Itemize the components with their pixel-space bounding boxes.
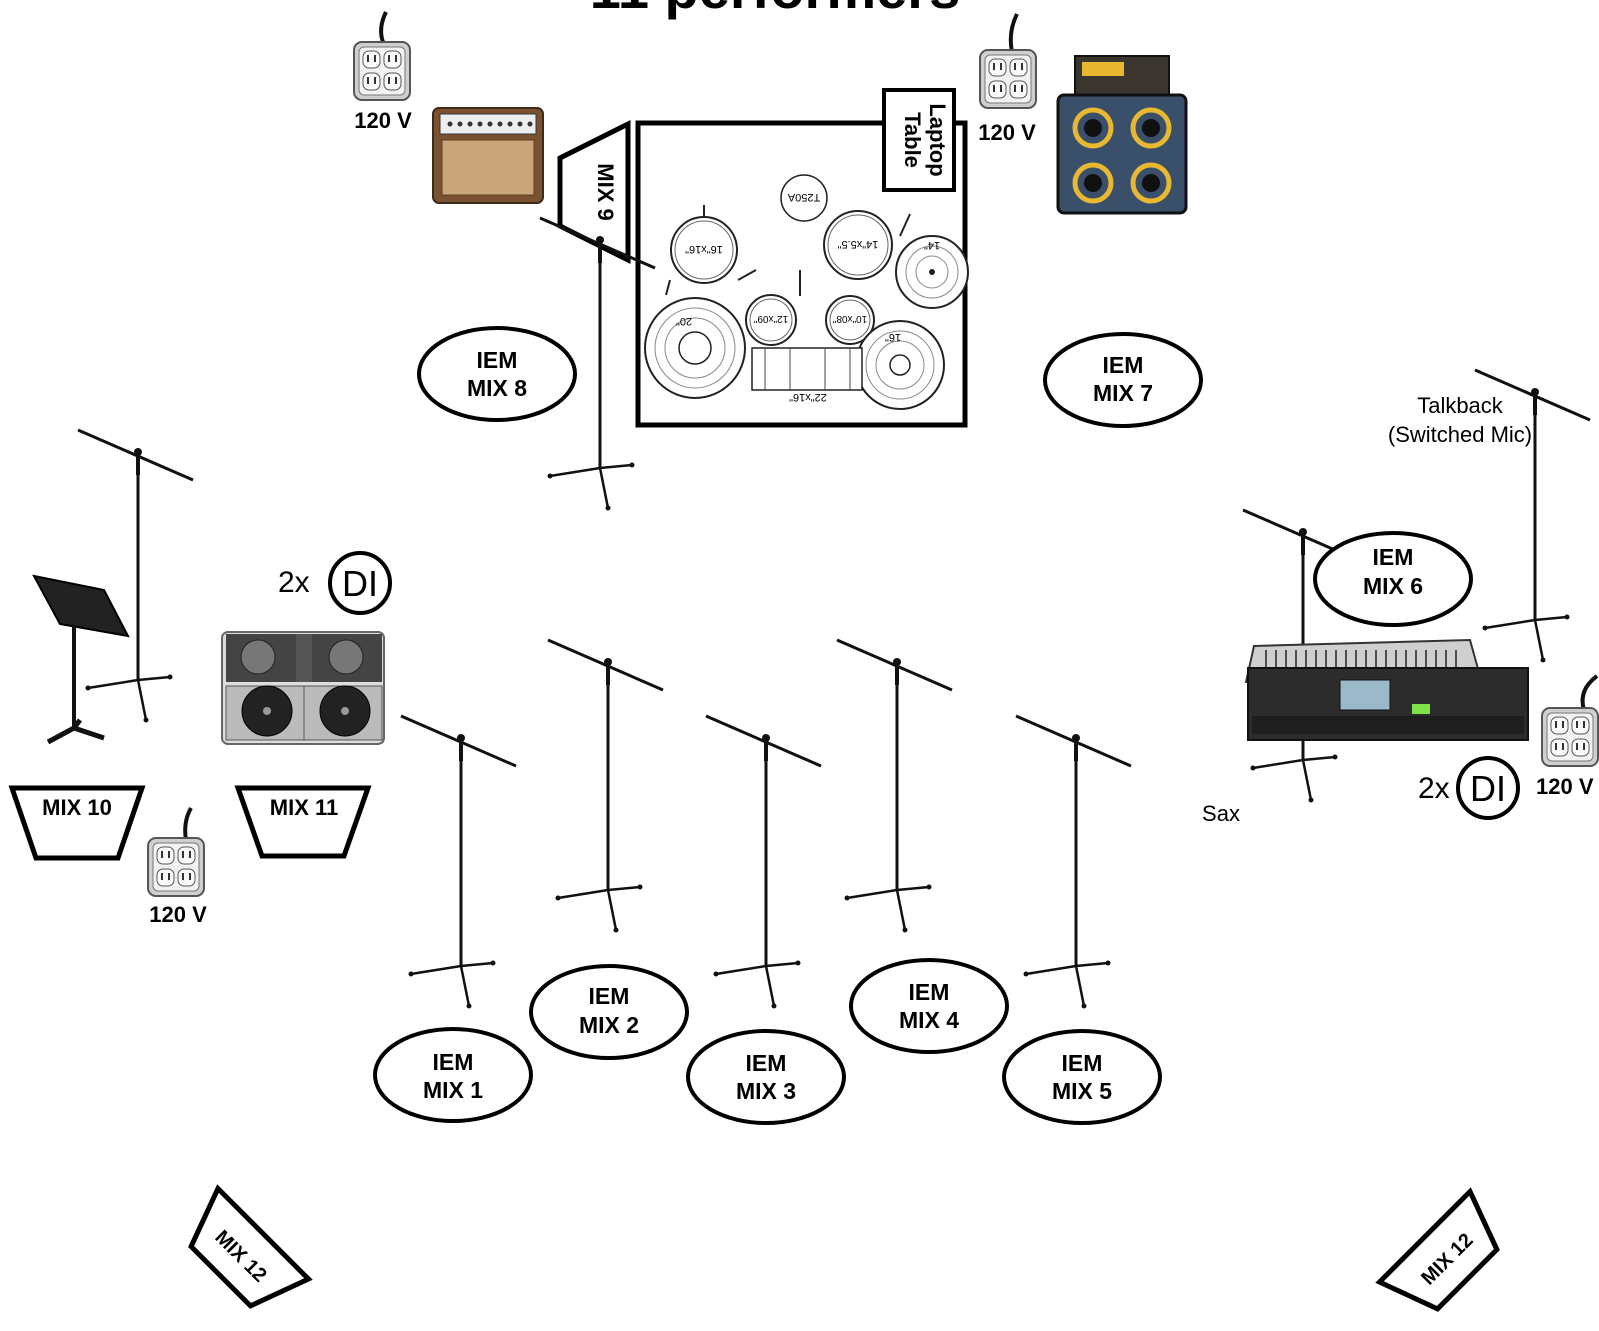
crash-label: 16"	[885, 331, 901, 343]
wedge-mix-10	[8, 785, 146, 861]
outlet-amp-left-icon	[353, 11, 411, 101]
throne-label: T250A	[787, 191, 820, 203]
talkback-label-line1: Talkback	[1417, 393, 1504, 418]
floor-tom-icon	[665, 205, 757, 296]
hihat-icon	[895, 213, 969, 309]
wedge-mix-11	[234, 785, 372, 859]
ride-cymbal-icon	[644, 297, 746, 399]
ride-label: 20"	[676, 315, 692, 327]
snare-label: 14"x5.5"	[837, 238, 878, 250]
di-keys-symbol: DI	[1470, 768, 1506, 809]
floor-tom-label: 16"x16"	[685, 243, 723, 255]
stage-plot-title: 11 performers	[590, 0, 960, 20]
snare-icon	[823, 210, 893, 280]
rack-tom-1-label: 12"x09"	[753, 313, 788, 324]
di-keys-count: 2x	[1418, 772, 1450, 805]
mic-stand-left-icon	[76, 428, 195, 725]
hihat-label: 14"	[924, 239, 940, 251]
keyboard-icon	[1244, 638, 1529, 741]
iem-mix-5-line2: MIX 5	[1052, 1078, 1112, 1104]
iem-mix-1: IEM MIX 1	[373, 1027, 533, 1123]
iem-mix-2-line1: IEM	[589, 983, 630, 1009]
dj-decks-icon	[221, 631, 385, 745]
power-bass-amp-label: 120 V	[978, 120, 1036, 145]
wedge-mix-11-label: MIX 11	[270, 795, 338, 820]
iem-mix-6-line2: MIX 6	[1363, 573, 1423, 599]
iem-mix-6: IEM MIX 6	[1313, 531, 1473, 627]
talkback-label-line2: (Switched Mic)	[1388, 422, 1532, 447]
mic-stand-2-icon	[546, 638, 665, 935]
iem-mix-4-line1: IEM	[909, 979, 950, 1005]
iem-mix-7-line2: MIX 7	[1093, 380, 1153, 406]
di-dj-symbol: DI	[342, 563, 378, 604]
mic-stand-3-icon	[704, 714, 823, 1011]
outlet-dj-icon	[147, 807, 205, 897]
iem-mix-3: IEM MIX 3	[686, 1029, 846, 1125]
laptop-table-line2: Table	[900, 112, 925, 168]
laptop-table: Laptop Table	[882, 88, 956, 192]
iem-mix-3-line2: MIX 3	[736, 1078, 796, 1104]
iem-mix-1-line1: IEM	[433, 1049, 474, 1075]
wedge-mix-10-label: MIX 10	[42, 795, 112, 820]
mic-stand-1-icon	[399, 714, 518, 1011]
iem-mix-8-line1: IEM	[477, 347, 518, 373]
guitar-amp-icon	[432, 107, 544, 204]
iem-mix-3-line1: IEM	[746, 1050, 787, 1076]
wedge-mix-9: MIX 9	[557, 119, 631, 265]
iem-mix-2: IEM MIX 2	[529, 964, 689, 1060]
power-keys-label: 120 V	[1536, 774, 1594, 799]
iem-mix-4-line2: MIX 4	[899, 1007, 959, 1033]
mic-stand-5-icon	[1014, 714, 1133, 1011]
outlet-bass-amp-icon	[979, 13, 1037, 109]
music-stand-icon	[32, 574, 130, 745]
kick-label: 22"x16"	[789, 391, 827, 403]
di-dj-icon	[328, 551, 392, 615]
iem-mix-1-line2: MIX 1	[423, 1077, 483, 1103]
iem-mix-6-line1: IEM	[1373, 544, 1414, 570]
crash-cymbal-icon	[855, 320, 945, 410]
di-dj-count: 2x	[278, 566, 310, 599]
power-dj-label: 120 V	[149, 902, 207, 927]
di-keys-icon	[1456, 756, 1520, 820]
rack-tom-2-label: 10"x08"	[832, 313, 867, 324]
iem-mix-4: IEM MIX 4	[849, 958, 1009, 1054]
iem-mix-7: IEM MIX 7	[1043, 332, 1203, 428]
iem-mix-8-line2: MIX 8	[467, 375, 527, 401]
sax-label: Sax	[1202, 801, 1240, 826]
iem-mix-7-line1: IEM	[1103, 352, 1144, 378]
laptop-table-line1: Laptop	[925, 103, 950, 176]
iem-mix-5-line1: IEM	[1062, 1050, 1103, 1076]
wedge-mix-12-right: MIX 12	[1375, 1187, 1500, 1312]
iem-mix-2-line2: MIX 2	[579, 1012, 639, 1038]
wedge-mix-9-label: MIX 9	[593, 163, 618, 220]
outlet-keys-icon	[1541, 674, 1599, 767]
rack-tom-1-icon	[745, 294, 797, 346]
iem-mix-5: IEM MIX 5	[1002, 1029, 1162, 1125]
mic-stand-4-icon	[835, 638, 954, 935]
wedge-mix-12-left: MIX 12	[188, 1184, 313, 1309]
kick-drum-icon	[751, 270, 863, 391]
bass-amp-icon	[1056, 55, 1188, 215]
rack-tom-2-icon	[825, 295, 875, 345]
power-amp-left-label: 120 V	[354, 108, 412, 133]
iem-mix-8: IEM MIX 8	[417, 326, 577, 422]
